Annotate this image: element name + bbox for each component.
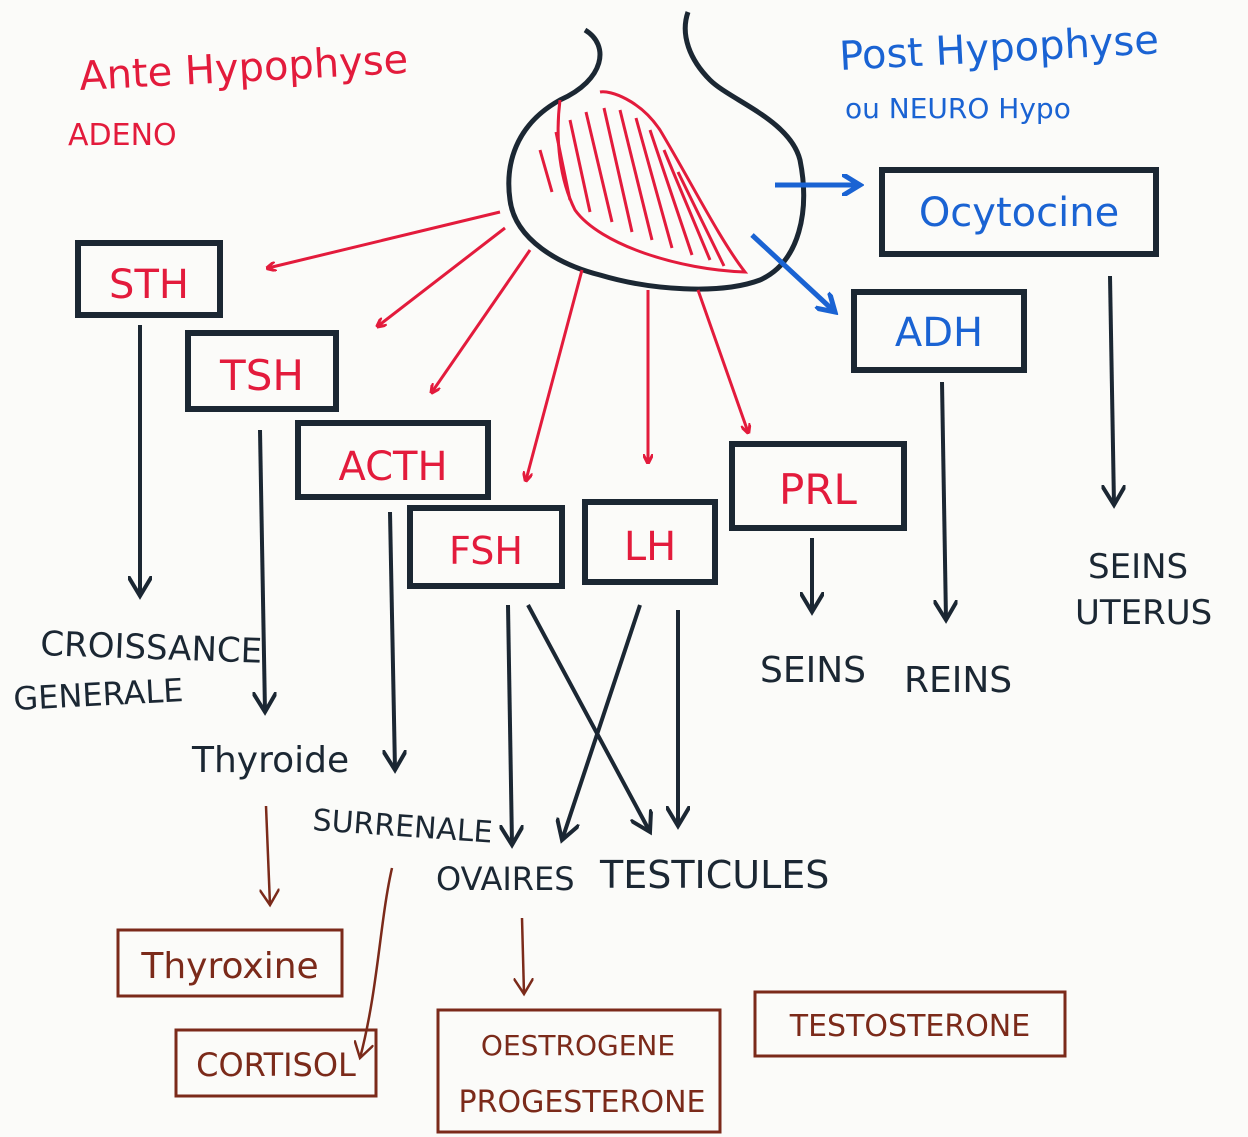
adh-label: ADH [895, 310, 983, 356]
ovaires-label: OVAIRES [436, 860, 575, 898]
sth-label: STH [109, 262, 189, 308]
ocytocine-label: Ocytocine [919, 190, 1119, 236]
tsh-label: TSH [219, 351, 304, 400]
thyroxine-label: Thyroxine [140, 946, 318, 987]
cortisol-box: CORTISOL [174, 1028, 378, 1098]
posterior-title: Post Hypophyse [838, 17, 1160, 80]
product-arrows [266, 805, 524, 1058]
lh-label: LH [624, 524, 676, 570]
posterior-subtitle: ou NEURO Hypo [845, 92, 1071, 125]
thyroide-label: Thyroide [191, 740, 349, 781]
prl-label: PRL [779, 465, 858, 514]
thyroxine-box: Thyroxine [116, 928, 344, 998]
seins-label: SEINS [760, 650, 866, 691]
pituitary-gland-shape [506, 11, 807, 292]
acth-label: ACTH [338, 444, 447, 490]
ocytocine-box: Ocytocine [879, 167, 1159, 257]
sth-box: STH [75, 240, 223, 318]
target-arrows [140, 275, 1114, 845]
seins-uterus-line2: UTERUS [1075, 593, 1212, 633]
croissance-line1: CROISSANCE [40, 624, 263, 672]
reins-label: REINS [904, 660, 1012, 701]
testicules-label: TESTICULES [599, 853, 829, 897]
adh-box: ADH [851, 289, 1027, 373]
fsh-label: FSH [449, 529, 523, 573]
seins-uterus-line1: SEINS [1088, 547, 1188, 587]
progesterone-label: PROGESTERONE [459, 1085, 706, 1120]
oestrogene-label: OESTROGENE [481, 1029, 675, 1062]
prl-box: PRL [729, 441, 907, 531]
anterior-subtitle: ADENO [68, 118, 177, 153]
cortisol-label: CORTISOL [196, 1046, 356, 1084]
testosterone-box: TESTOSTERONE [753, 990, 1067, 1058]
tsh-box: TSH [185, 330, 339, 412]
testosterone-label: TESTOSTERONE [789, 1009, 1030, 1044]
lh-box: LH [582, 499, 718, 585]
surrenale-label: SURRENALE [311, 803, 493, 850]
oestrogene-progesterone-box: OESTROGENE PROGESTERONE [436, 1008, 722, 1134]
croissance-line2: GENERALE [12, 671, 184, 718]
fsh-box: FSH [407, 505, 565, 589]
posterior-arrows [750, 185, 860, 312]
acth-box: ACTH [295, 420, 491, 500]
anterior-title: Ante Hypophyse [78, 37, 409, 100]
anterior-arrows [268, 210, 748, 480]
